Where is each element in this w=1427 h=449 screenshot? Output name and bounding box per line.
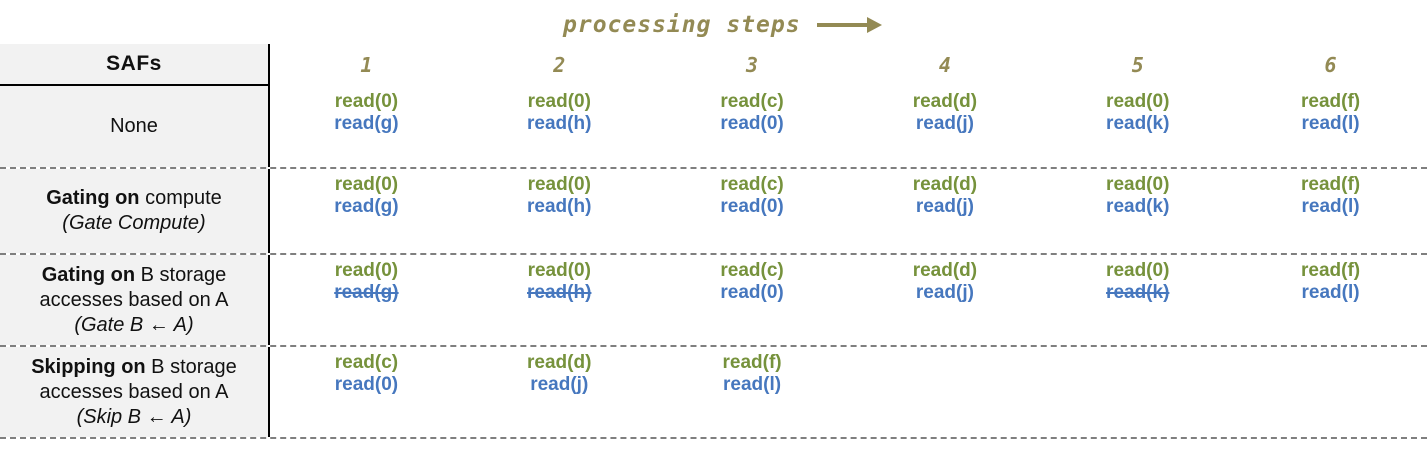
green-read-op: read(0) bbox=[334, 91, 399, 112]
green-read-op: read(c) bbox=[720, 174, 784, 195]
blue-read-op: read(j) bbox=[915, 282, 974, 303]
step-column-header-3: 3 bbox=[656, 44, 849, 86]
blue-read-op-struck: read(k) bbox=[1106, 282, 1170, 303]
safs-header-cell: SAFs bbox=[0, 44, 270, 86]
green-read-op: read(0) bbox=[527, 260, 591, 281]
step-cell-skip-b-from-a-5 bbox=[1041, 347, 1234, 437]
step-cell-skip-b-from-a-1: read(c)read(0) bbox=[270, 347, 463, 437]
step-cell-gate-compute-4: read(d)read(j) bbox=[848, 169, 1041, 253]
step-column-header-5: 5 bbox=[1041, 44, 1234, 86]
blue-read-op-struck: read(g) bbox=[334, 282, 399, 303]
row-label-gate-compute: Gating on compute(Gate Compute) bbox=[0, 169, 270, 253]
green-read-op: read(f) bbox=[1300, 174, 1361, 195]
green-read-op: read(0) bbox=[334, 260, 399, 281]
blue-read-op: read(g) bbox=[334, 113, 399, 134]
green-read-op: read(f) bbox=[1300, 91, 1361, 112]
green-read-op: read(0) bbox=[1106, 174, 1170, 195]
step-number: 4 bbox=[938, 53, 951, 77]
step-number: 3 bbox=[746, 53, 759, 77]
green-read-op: read(d) bbox=[527, 352, 592, 373]
step-number: 5 bbox=[1131, 53, 1144, 77]
step-cell-skip-b-from-a-2: read(d)read(j) bbox=[463, 347, 656, 437]
step-column-header-6: 6 bbox=[1234, 44, 1427, 86]
step-cell-gate-compute-2: read(0)read(h) bbox=[463, 169, 656, 253]
blue-read-op: read(j) bbox=[915, 113, 974, 134]
processing-steps-label: processing steps bbox=[563, 12, 801, 38]
blue-read-op: read(g) bbox=[334, 196, 399, 217]
blue-read-op: read(j) bbox=[530, 374, 589, 395]
green-read-op: read(f) bbox=[722, 352, 782, 373]
blue-read-op: read(0) bbox=[720, 113, 784, 134]
step-cell-gate-b-from-a-4: read(d)read(j) bbox=[848, 255, 1041, 345]
blue-read-op: read(j) bbox=[915, 196, 974, 217]
green-read-op: read(d) bbox=[912, 174, 978, 195]
blue-read-op: read(l) bbox=[723, 374, 782, 395]
green-read-op: read(d) bbox=[912, 91, 978, 112]
green-read-op: read(c) bbox=[720, 260, 784, 281]
right-arrow-icon bbox=[816, 17, 882, 33]
blue-read-op: read(l) bbox=[1301, 113, 1360, 134]
step-numbers-row: 1 2 3 4 5 6 bbox=[270, 44, 1427, 86]
table-header-row: SAFs 1 2 3 4 5 6 bbox=[0, 44, 1427, 86]
blue-read-op: read(l) bbox=[1301, 282, 1360, 303]
row-label-text: None bbox=[110, 115, 158, 137]
blue-read-op: read(0) bbox=[334, 374, 399, 395]
step-cell-none-2: read(0)read(h) bbox=[463, 86, 656, 167]
row-label-none: None bbox=[0, 86, 270, 167]
blue-read-op: read(l) bbox=[1301, 196, 1360, 217]
step-number: 1 bbox=[360, 53, 373, 77]
green-read-op: read(d) bbox=[912, 260, 978, 281]
step-cell-gate-b-from-a-5: read(0)read(k) bbox=[1041, 255, 1234, 345]
green-read-op: read(c) bbox=[720, 91, 784, 112]
step-cell-gate-compute-1: read(0)read(g) bbox=[270, 169, 463, 253]
green-read-op: read(c) bbox=[334, 352, 399, 373]
step-cell-none-1: read(0)read(g) bbox=[270, 86, 463, 167]
green-read-op: read(0) bbox=[527, 174, 591, 195]
blue-read-op: read(0) bbox=[720, 282, 784, 303]
step-cell-gate-compute-3: read(c)read(0) bbox=[656, 169, 849, 253]
step-cell-gate-compute-5: read(0)read(k) bbox=[1041, 169, 1234, 253]
step-column-header-1: 1 bbox=[270, 44, 463, 86]
step-number: 6 bbox=[1324, 53, 1337, 77]
step-cell-gate-b-from-a-6: read(f)read(l) bbox=[1234, 255, 1427, 345]
blue-read-op-struck: read(h) bbox=[527, 282, 592, 303]
green-read-op: read(f) bbox=[1300, 260, 1361, 281]
step-cell-gate-b-from-a-1: read(0)read(g) bbox=[270, 255, 463, 345]
green-read-op: read(0) bbox=[1106, 260, 1170, 281]
step-cell-none-5: read(0)read(k) bbox=[1041, 86, 1234, 167]
step-cell-none-3: read(c)read(0) bbox=[656, 86, 849, 167]
step-cell-none-6: read(f)read(l) bbox=[1234, 86, 1427, 167]
blue-read-op: read(0) bbox=[720, 196, 784, 217]
step-cell-gate-b-from-a-3: read(c)read(0) bbox=[656, 255, 849, 345]
step-column-header-4: 4 bbox=[848, 44, 1041, 86]
green-read-op: read(0) bbox=[334, 174, 399, 195]
blue-read-op: read(k) bbox=[1106, 196, 1170, 217]
green-read-op: read(0) bbox=[527, 91, 591, 112]
processing-steps-title: processing steps bbox=[563, 6, 882, 44]
blue-read-op: read(h) bbox=[527, 196, 592, 217]
step-cell-none-4: read(d)read(j) bbox=[848, 86, 1041, 167]
step-number: 2 bbox=[553, 53, 566, 77]
table-row-gate-compute: Gating on compute(Gate Compute)read(0)re… bbox=[0, 169, 1427, 255]
step-cell-skip-b-from-a-6 bbox=[1234, 347, 1427, 437]
step-cell-gate-compute-6: read(f)read(l) bbox=[1234, 169, 1427, 253]
step-column-header-2: 2 bbox=[463, 44, 656, 86]
step-cell-gate-b-from-a-2: read(0)read(h) bbox=[463, 255, 656, 345]
step-cell-skip-b-from-a-4 bbox=[848, 347, 1041, 437]
step-cell-skip-b-from-a-3: read(f)read(l) bbox=[656, 347, 849, 437]
row-label-text: Gating on compute(Gate Compute) bbox=[46, 187, 222, 234]
blue-read-op: read(k) bbox=[1106, 113, 1170, 134]
green-read-op: read(0) bbox=[1106, 91, 1170, 112]
blue-read-op: read(h) bbox=[527, 113, 592, 134]
